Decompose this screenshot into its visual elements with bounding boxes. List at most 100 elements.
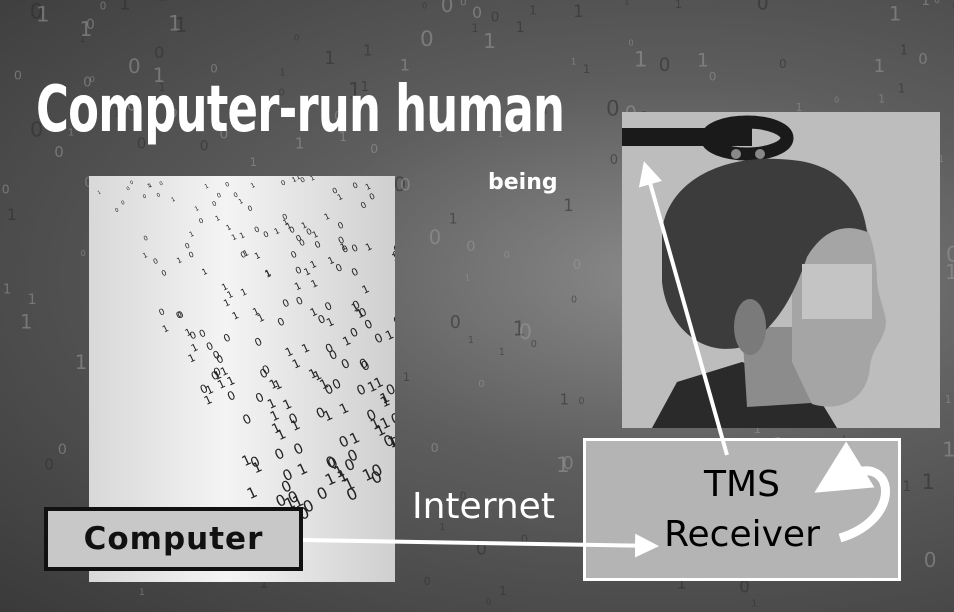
svg-text:1: 1: [322, 211, 331, 222]
svg-text:1: 1: [471, 21, 479, 35]
svg-text:1: 1: [309, 278, 319, 291]
svg-text:0: 0: [476, 540, 487, 560]
svg-text:0: 0: [388, 433, 395, 453]
svg-text:0: 0: [120, 200, 126, 207]
svg-text:0: 0: [368, 191, 377, 202]
svg-text:0: 0: [137, 135, 147, 153]
svg-text:1: 1: [349, 300, 361, 315]
svg-text:0: 0: [253, 224, 261, 234]
svg-text:0: 0: [198, 216, 205, 225]
svg-text:1: 1: [878, 94, 885, 106]
svg-text:1: 1: [194, 205, 201, 213]
svg-text:0: 0: [924, 548, 937, 572]
svg-text:1: 1: [190, 342, 200, 355]
svg-text:0: 0: [486, 597, 491, 607]
svg-text:0: 0: [757, 0, 769, 15]
svg-text:0: 0: [316, 312, 328, 327]
computer-label: Computer: [83, 521, 264, 557]
svg-text:1: 1: [439, 522, 445, 533]
svg-text:0: 0: [389, 410, 395, 428]
svg-text:1: 1: [400, 55, 410, 74]
svg-text:0: 0: [188, 330, 198, 343]
svg-text:1: 1: [175, 255, 183, 265]
svg-text:1: 1: [139, 587, 145, 598]
svg-text:1: 1: [360, 283, 371, 297]
svg-text:0: 0: [562, 453, 573, 474]
svg-text:1: 1: [256, 312, 266, 325]
svg-text:1: 1: [97, 189, 102, 196]
svg-text:1: 1: [945, 395, 951, 406]
svg-text:0: 0: [262, 229, 270, 239]
svg-text:0: 0: [253, 335, 265, 350]
svg-text:1: 1: [75, 351, 88, 374]
svg-text:1: 1: [36, 3, 50, 28]
svg-text:0: 0: [659, 55, 671, 76]
svg-text:0: 0: [100, 1, 107, 13]
svg-text:0: 0: [394, 173, 406, 196]
svg-text:1: 1: [449, 212, 458, 228]
svg-text:1: 1: [938, 155, 944, 165]
svg-text:0: 0: [216, 192, 223, 200]
svg-text:0: 0: [337, 235, 347, 247]
svg-text:1: 1: [483, 29, 496, 53]
svg-text:1: 1: [383, 327, 395, 343]
svg-text:1: 1: [465, 273, 470, 283]
svg-text:0: 0: [350, 298, 362, 313]
svg-text:1: 1: [311, 230, 320, 241]
tms-coil-icon: [622, 115, 794, 161]
svg-text:1: 1: [253, 250, 262, 261]
svg-text:1: 1: [390, 252, 395, 265]
svg-text:0: 0: [739, 577, 750, 596]
svg-text:1: 1: [556, 453, 570, 478]
svg-text:1: 1: [324, 315, 336, 330]
svg-text:0: 0: [160, 268, 168, 278]
svg-text:0: 0: [391, 249, 395, 262]
svg-text:1: 1: [148, 183, 153, 190]
svg-text:1: 1: [293, 281, 303, 294]
svg-text:1: 1: [385, 432, 395, 452]
svg-text:0: 0: [210, 62, 218, 76]
svg-text:0: 0: [431, 440, 439, 455]
svg-text:1: 1: [361, 80, 369, 95]
svg-text:1: 1: [499, 347, 505, 358]
svg-text:0: 0: [357, 305, 369, 320]
svg-text:0: 0: [294, 265, 304, 278]
svg-text:1: 1: [159, 82, 166, 94]
svg-text:0: 0: [359, 199, 368, 210]
svg-text:1: 1: [339, 241, 349, 253]
svg-text:1: 1: [237, 197, 244, 206]
svg-text:0: 0: [211, 349, 222, 363]
svg-text:0: 0: [351, 180, 359, 190]
svg-text:0: 0: [709, 70, 717, 84]
svg-text:0: 0: [222, 333, 233, 346]
svg-text:1: 1: [264, 269, 273, 280]
svg-text:0: 0: [370, 141, 378, 156]
svg-text:1: 1: [141, 251, 148, 260]
svg-text:1: 1: [339, 130, 347, 144]
svg-text:1: 1: [903, 479, 912, 495]
svg-text:0: 0: [289, 250, 299, 262]
svg-text:1: 1: [7, 205, 17, 224]
svg-text:1: 1: [942, 438, 954, 462]
svg-text:0: 0: [14, 68, 22, 83]
svg-text:0: 0: [393, 230, 395, 243]
svg-text:1: 1: [571, 58, 577, 68]
svg-text:0: 0: [128, 55, 141, 78]
svg-text:1: 1: [204, 183, 210, 190]
svg-text:0: 0: [295, 295, 305, 308]
svg-text:0: 0: [276, 316, 287, 330]
svg-text:0: 0: [83, 76, 91, 91]
svg-text:0: 0: [200, 139, 209, 155]
svg-text:0: 0: [934, 0, 940, 6]
svg-text:1: 1: [220, 282, 229, 293]
svg-text:1: 1: [634, 48, 648, 73]
svg-text:1: 1: [529, 3, 537, 18]
svg-text:0: 0: [30, 0, 43, 24]
svg-text:1: 1: [573, 2, 584, 21]
svg-text:1: 1: [214, 214, 221, 223]
svg-text:1: 1: [922, 470, 935, 494]
svg-text:0: 0: [84, 175, 93, 191]
svg-text:0: 0: [573, 258, 581, 273]
svg-text:0: 0: [142, 234, 149, 243]
